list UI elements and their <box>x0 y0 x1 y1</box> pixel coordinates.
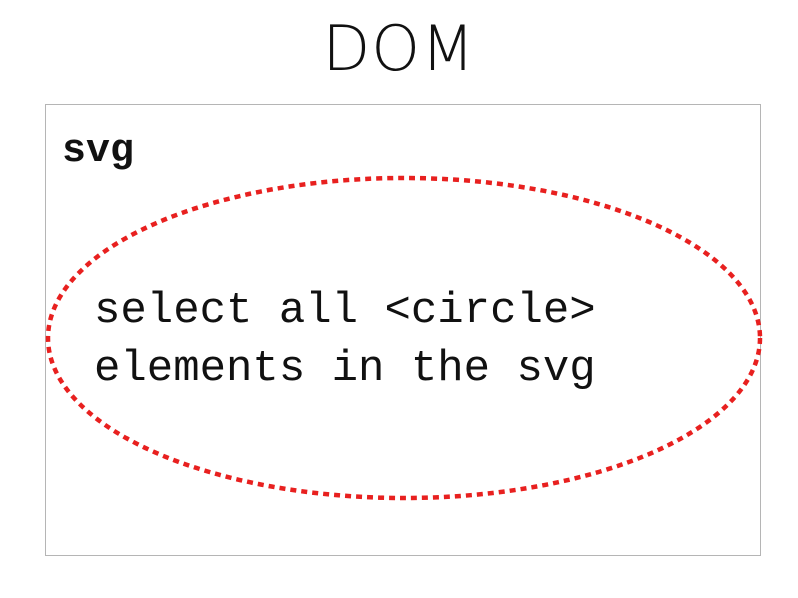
selection-ellipse <box>45 175 763 501</box>
selection-description-line-1: select all <circle> <box>94 286 596 336</box>
svg-container-box <box>45 104 761 556</box>
selection-description: select all <circle> elements in the svg <box>94 282 596 398</box>
selection-description-line-2: elements in the svg <box>94 344 596 394</box>
diagram-title: DOM <box>322 12 476 85</box>
svg-container-label: svg <box>62 129 135 174</box>
